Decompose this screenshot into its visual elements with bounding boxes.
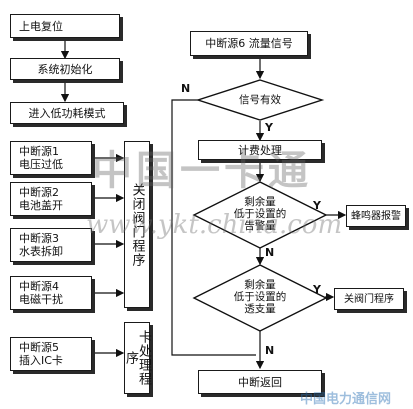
watermark-site: 中国电力通信网: [300, 392, 392, 407]
overdraft-decision-text: 剩余量 低于设置的 透支量: [215, 279, 305, 315]
overdraft-d-line2: 低于设置的: [233, 291, 287, 303]
buzzer-alarm-label: 蜂鸣器报警: [351, 210, 401, 222]
alarm-d-line2: 低于设置的: [233, 208, 287, 220]
metering-label: 计费处理: [238, 143, 282, 157]
close-valve-procedure-box: 关闭阀门程序: [124, 141, 150, 308]
branch-label-yes-1: Y: [265, 121, 273, 134]
branch-label-no-3: N: [265, 344, 275, 357]
card-procedure-label: 卡处理程序: [123, 330, 151, 386]
branch-label-no-2: N: [265, 246, 275, 259]
interrupt-return-box: 中断返回: [198, 370, 322, 394]
interrupt-6-box: 中断源6 流量信号: [190, 31, 308, 56]
close-valve-label: 关阀门程序: [344, 293, 394, 305]
system-init-box: 系统初始化: [10, 58, 120, 80]
interrupt-5-desc: 插入IC卡: [19, 354, 63, 367]
overdraft-d-line3: 透支量: [244, 303, 276, 315]
branch-label-yes-2: Y: [313, 199, 321, 212]
branch-label-no-1: N: [181, 82, 191, 95]
low-power-mode-label: 进入低功耗模式: [28, 106, 106, 120]
overdraft-d-line1: 剩余量: [244, 279, 276, 291]
interrupt-1-title: 中断源1: [19, 145, 59, 158]
system-init-label: 系统初始化: [37, 62, 93, 76]
alarm-d-line3: 告警量: [244, 220, 276, 232]
interrupt-2-desc: 电池盖开: [19, 199, 63, 212]
metering-box: 计费处理: [198, 140, 322, 160]
power-on-reset-box: 上电复位: [10, 14, 120, 38]
interrupt-3-title: 中断源3: [19, 232, 59, 245]
interrupt-3-desc: 水表拆卸: [19, 245, 63, 258]
low-power-mode-box: 进入低功耗模式: [10, 102, 124, 124]
interrupt-5-title: 中断源5: [19, 341, 59, 354]
alarm-d-line1: 剩余量: [244, 196, 276, 208]
interrupt-4-desc: 电磁干扰: [19, 293, 63, 306]
power-on-reset-label: 上电复位: [19, 19, 63, 33]
alarm-threshold-decision-text: 剩余量 低于设置的 告警量: [215, 196, 305, 232]
interrupt-1-desc: 电压过低: [19, 158, 63, 171]
close-valve-procedure-label: 关闭阀门程序: [129, 182, 145, 267]
interrupt-5-box: 中断源5 插入IC卡: [10, 337, 92, 371]
watermark-title: 中国一卡通: [92, 147, 312, 194]
interrupt-2-box: 中断源2 电池盖开: [10, 182, 92, 216]
signal-valid-label: 信号有效: [239, 94, 281, 106]
interrupt-6-label: 中断源6 流量信号: [205, 37, 293, 50]
interrupt-return-label: 中断返回: [238, 375, 282, 389]
buzzer-alarm-box: 蜂鸣器报警: [346, 205, 406, 227]
watermark-url: www.ykt.china.com: [86, 210, 343, 240]
interrupt-2-title: 中断源2: [19, 186, 59, 199]
card-procedure-box: 卡处理程序: [123, 322, 151, 394]
interrupt-1-box: 中断源1 电压过低: [10, 141, 92, 175]
interrupt-4-title: 中断源4: [19, 280, 59, 293]
branch-label-yes-3: Y: [313, 283, 321, 296]
close-valve-box: 关阀门程序: [334, 288, 404, 310]
interrupt-4-box: 中断源4 电磁干扰: [10, 276, 92, 310]
interrupt-3-box: 中断源3 水表拆卸: [10, 228, 92, 262]
